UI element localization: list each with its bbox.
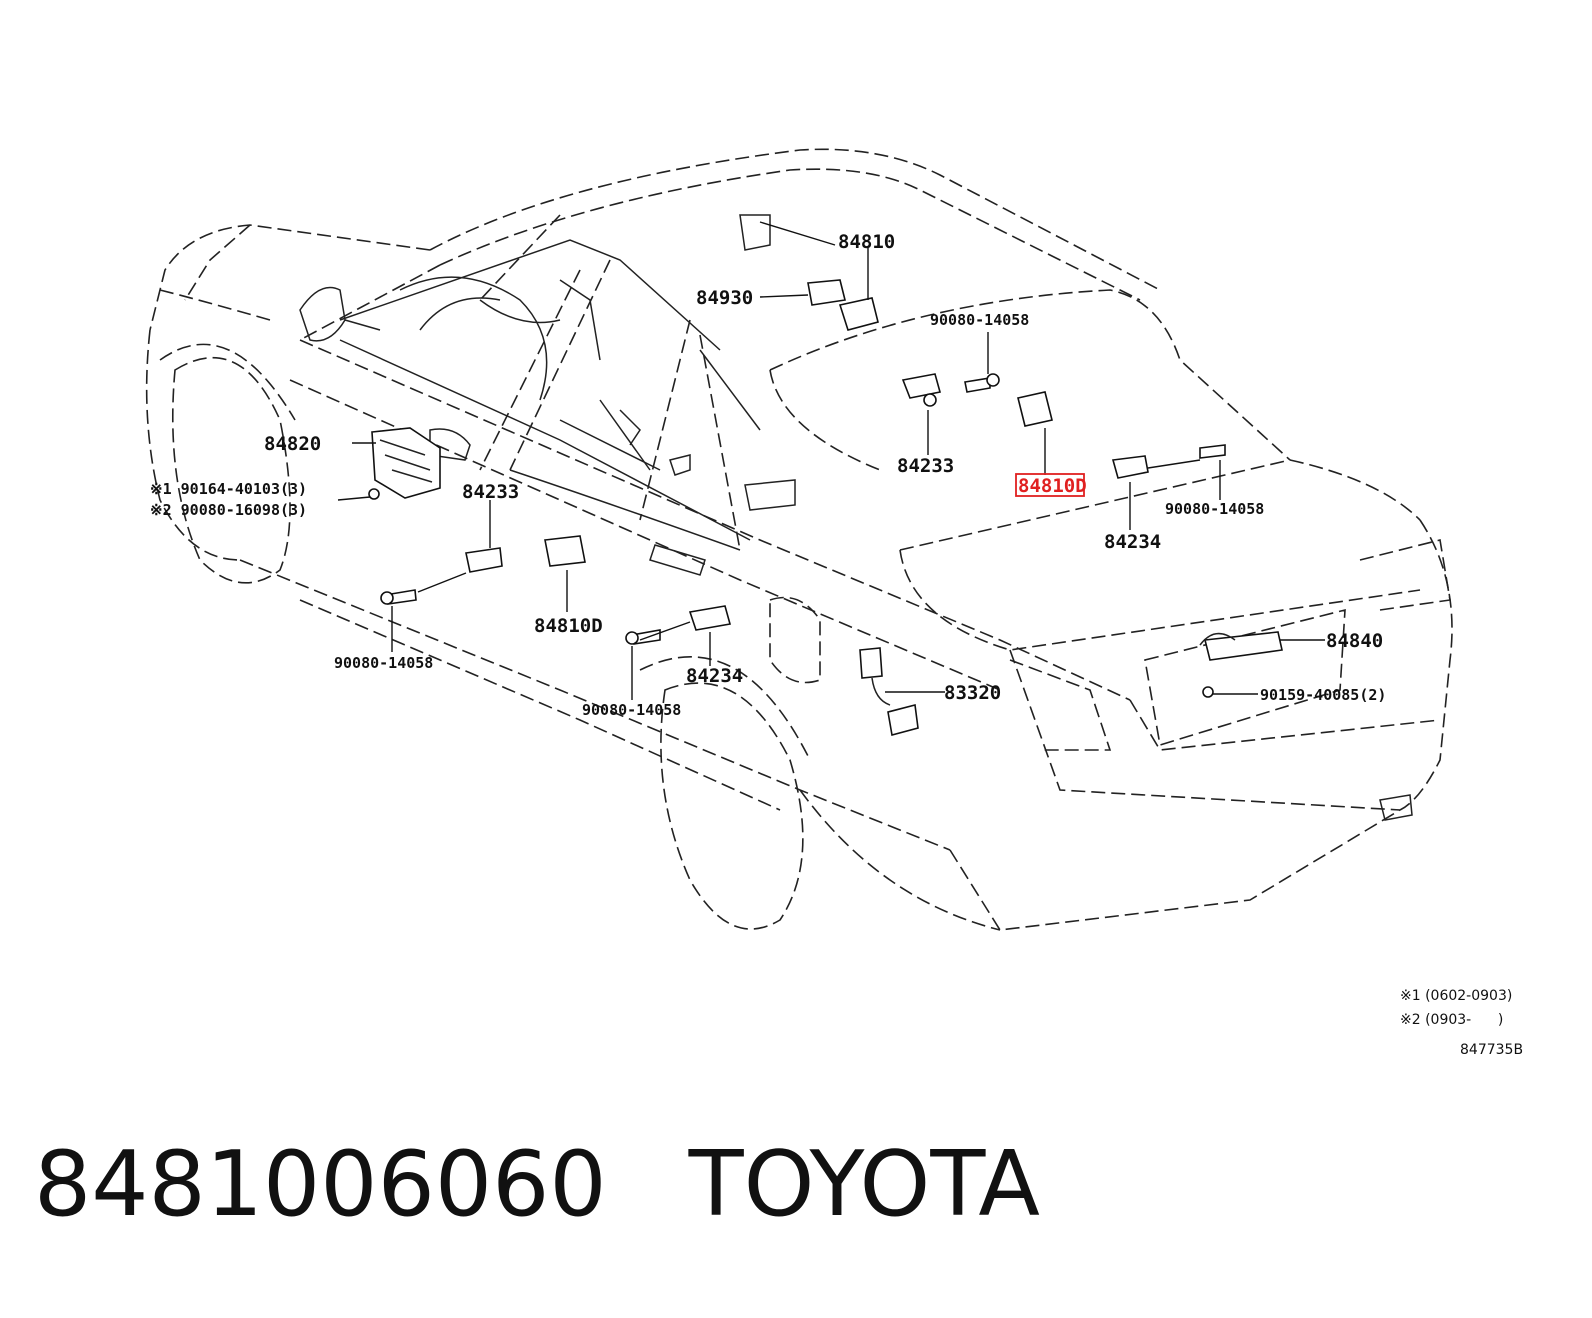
label-84810D-highlight[interactable]: 84810D [1018, 475, 1087, 497]
label-84810D-left[interactable]: 84810D [534, 615, 603, 637]
label-90164-40103[interactable]: ※1 90164-40103(3) [150, 480, 307, 498]
label-90080-16098[interactable]: ※2 90080-16098(3) [150, 501, 307, 519]
label-90080-14058-a[interactable]: 90080-14058 [930, 311, 1029, 329]
brand-name: TOYOTA [688, 1132, 1040, 1237]
interior-lines [299, 214, 796, 551]
label-83320[interactable]: 83320 [944, 682, 1001, 704]
part-number: 8481006060 [34, 1132, 607, 1237]
car-outline [145, 148, 1453, 931]
note-1: ※1 (0602-0903) [1400, 988, 1512, 1004]
label-90080-14058-b[interactable]: 90080-14058 [1165, 500, 1264, 518]
label-90159-40085[interactable]: 90159-40085(2) [1260, 686, 1386, 704]
note-2: ※2 (0903- ) [1400, 1012, 1503, 1028]
label-84840[interactable]: 84840 [1326, 630, 1383, 652]
label-84810-top[interactable]: 84810 [838, 231, 895, 253]
leader-lines [337, 221, 1325, 700]
label-84234-left[interactable]: 84234 [686, 665, 743, 687]
label-90080-14058-c[interactable]: 90080-14058 [334, 654, 433, 672]
master-switch-part [371, 427, 441, 499]
parts [368, 279, 1283, 737]
diagram-code: 847735B [1460, 1042, 1523, 1058]
label-84233-right[interactable]: 84233 [897, 455, 954, 477]
callout-labels: 84810 84930 90080-14058 84233 84810D 900… [150, 231, 1386, 719]
label-84234-right[interactable]: 84234 [1104, 531, 1161, 553]
highlight-box [1015, 473, 1085, 497]
label-90080-14058-d[interactable]: 90080-14058 [582, 701, 681, 719]
label-84233-left[interactable]: 84233 [462, 481, 519, 503]
label-84820[interactable]: 84820 [264, 433, 321, 455]
notes: ※1 (0602-0903) ※2 (0903- ) 847735B [1400, 988, 1523, 1058]
label-84930[interactable]: 84930 [696, 287, 753, 309]
